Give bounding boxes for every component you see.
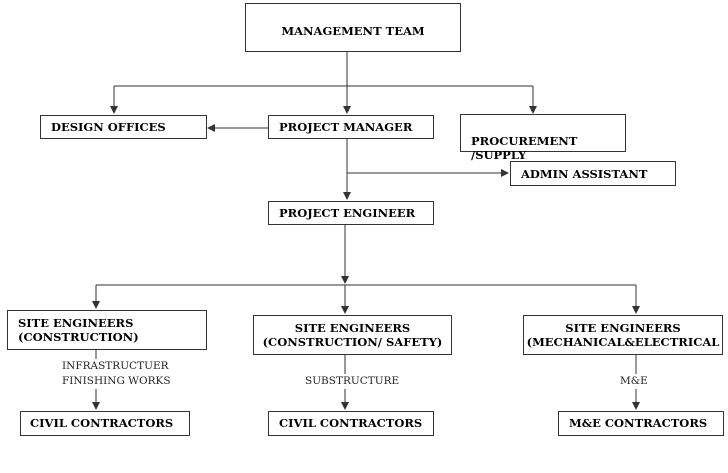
admin-assistant-box: ADMIN ASSISTANT [510, 161, 676, 186]
site-engineers-me-box: SITE ENGINEERS (MECHANICAL&ELECTRICAL [523, 315, 723, 355]
site-engineers-construction-box: SITE ENGINEERS (CONSTRUCTION) [7, 310, 207, 350]
note-infrastructure-line1: INFRASTRUCTUER [62, 360, 169, 372]
site-engineers-safety-subtitle: (CONSTRUCTION/ SAFETY) [262, 335, 443, 349]
site-engineers-construction-title: SITE ENGINEERS [18, 316, 134, 330]
note-infrastructure-line2: FINISHING WORKS [62, 375, 171, 387]
project-engineer-box: PROJECT ENGINEER [268, 201, 434, 225]
me-contractors-label: M&E CONTRACTORS [569, 416, 708, 430]
note-infrastructure: INFRASTRUCTUER FINISHING WORKS [62, 359, 171, 389]
site-engineers-safety-title: SITE ENGINEERS [294, 321, 411, 335]
site-engineers-me-subtitle: (MECHANICAL&ELECTRICAL [526, 335, 720, 349]
project-manager-label: PROJECT MANAGER [279, 120, 413, 134]
note-me: M&E [620, 374, 648, 389]
design-offices-label: DESIGN OFFICES [51, 120, 166, 134]
site-engineers-me-title: SITE ENGINEERS [565, 321, 681, 335]
me-contractors-box: M&E CONTRACTORS [558, 411, 724, 436]
management-team-box: MANAGEMENT TEAM [245, 3, 461, 52]
civil-contractors-label-1: CIVIL CONTRACTORS [30, 416, 174, 430]
civil-contractors-box-1: CIVIL CONTRACTORS [20, 411, 190, 436]
site-engineers-safety-box: SITE ENGINEERS (CONSTRUCTION/ SAFETY) [253, 315, 452, 355]
project-engineer-label: PROJECT ENGINEER [279, 206, 416, 220]
design-offices-box: DESIGN OFFICES [40, 115, 207, 139]
admin-assistant-label: ADMIN ASSISTANT [521, 167, 648, 181]
civil-contractors-box-2: CIVIL CONTRACTORS [268, 411, 434, 436]
site-engineers-construction-subtitle: (CONSTRUCTION) [18, 330, 139, 344]
procurement-box: PROCUREMENT /SUPPLY [460, 114, 626, 162]
procurement-label: PROCUREMENT /SUPPLY [471, 134, 578, 162]
management-team-label: MANAGEMENT TEAM [281, 24, 425, 38]
note-substructure: SUBSTRUCTURE [305, 374, 400, 389]
project-manager-box: PROJECT MANAGER [268, 115, 434, 139]
note-me-label: M&E [620, 375, 648, 387]
civil-contractors-label-2: CIVIL CONTRACTORS [279, 416, 423, 430]
note-substructure-label: SUBSTRUCTURE [305, 375, 400, 387]
